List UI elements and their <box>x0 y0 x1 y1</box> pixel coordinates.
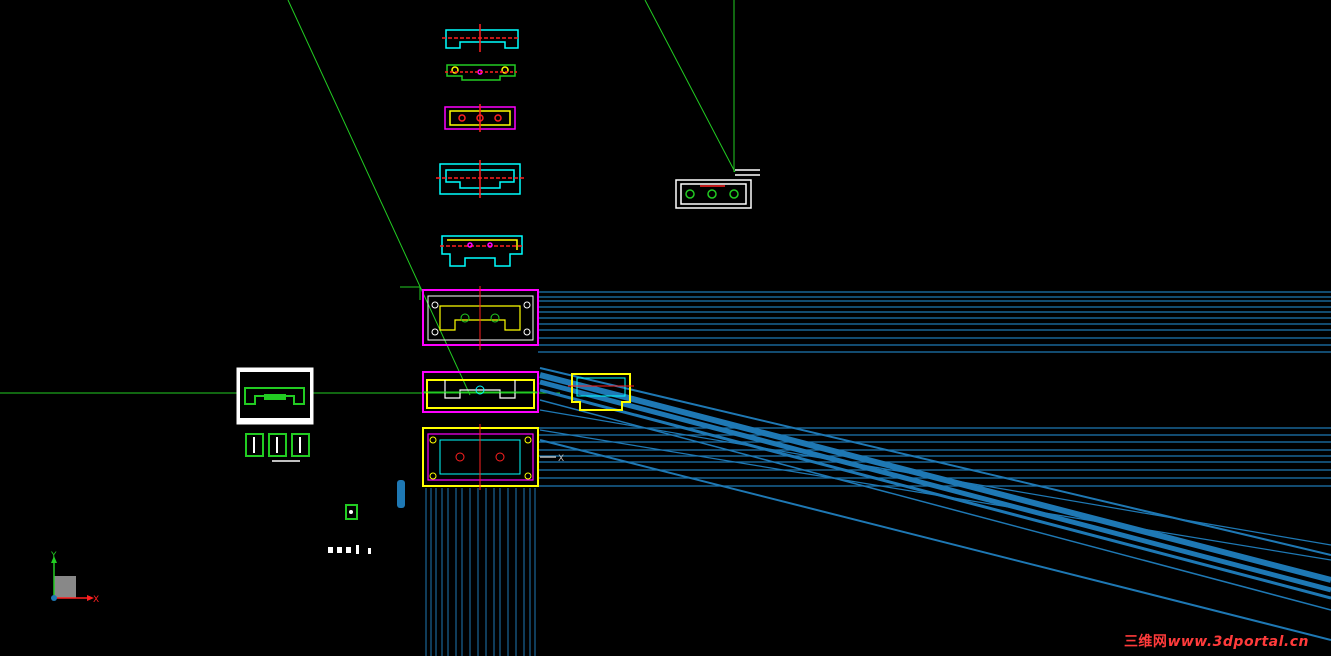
blue-vertical-lines <box>425 488 536 656</box>
part-view-1[interactable] <box>442 24 520 52</box>
assembly-view-1[interactable] <box>422 286 539 350</box>
side-view-detail[interactable] <box>568 373 634 411</box>
drawing-sheet-thumbnail[interactable] <box>236 367 314 425</box>
construction-lines <box>0 0 736 396</box>
detail-view-right[interactable] <box>675 169 760 209</box>
blue-diagonal-lines <box>539 367 1331 641</box>
small-green-part[interactable] <box>345 504 358 520</box>
blue-horizontal-lines <box>538 291 1331 487</box>
part-view-5[interactable] <box>440 235 524 267</box>
watermark: 三维网www.3dportal.cn <box>1124 631 1309 651</box>
ucs-axis-icon: Y X <box>44 550 104 606</box>
assembly-view-2[interactable] <box>422 371 539 413</box>
part-view-2[interactable] <box>445 64 517 81</box>
cursor-label: X <box>558 454 564 464</box>
assembly-view-3[interactable] <box>422 424 539 490</box>
ucs-x-label: X <box>93 595 99 605</box>
blue-slot-shape <box>397 480 405 508</box>
ucs-y-label: Y <box>50 551 57 561</box>
watermark-url: www.3dportal.cn <box>1167 634 1309 650</box>
small-part-icons[interactable] <box>245 433 310 462</box>
watermark-chinese: 三维网 <box>1123 634 1168 650</box>
small-white-marks <box>328 545 371 554</box>
crosshair-cursor-icon: X <box>540 454 564 464</box>
part-view-3[interactable] <box>444 104 516 132</box>
part-view-4[interactable] <box>436 160 524 198</box>
